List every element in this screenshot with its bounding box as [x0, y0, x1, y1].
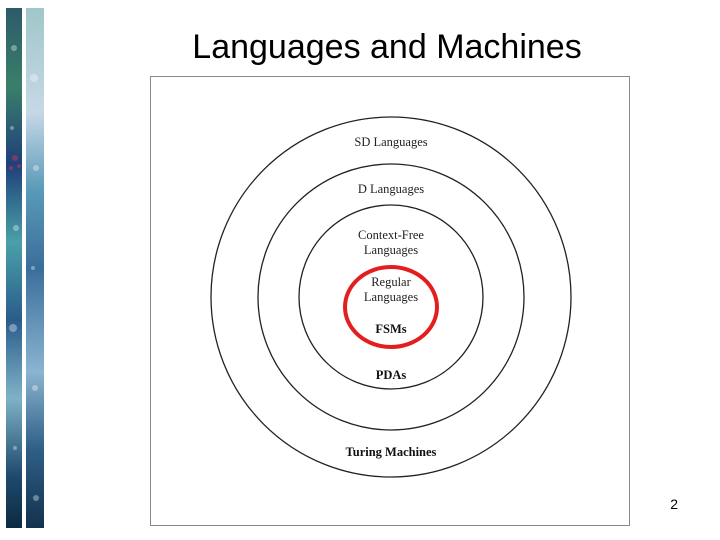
label-turing-machines: Turing Machines — [346, 445, 437, 459]
label-pdas: PDAs — [376, 368, 407, 382]
decorative-side-strip — [6, 8, 44, 528]
label-regular-line2: Languages — [364, 290, 418, 304]
ring-context-free-languages — [298, 204, 484, 390]
languages-machines-diagram: SD Languages D Languages Context-Free La… — [210, 116, 572, 478]
ring-regular-languages-highlight — [343, 265, 439, 349]
ring-d-languages — [257, 163, 525, 431]
label-sd-languages: SD Languages — [354, 135, 427, 149]
label-fsms: FSMs — [375, 322, 406, 336]
label-d-languages: D Languages — [358, 182, 424, 196]
label-context-free-line2: Languages — [364, 243, 418, 257]
label-context-free-line1: Context-Free — [358, 228, 424, 242]
slide-title: Languages and Machines — [192, 28, 582, 66]
label-regular-line1: Regular — [371, 275, 411, 289]
ring-sd-languages — [210, 116, 572, 478]
page-number: 2 — [670, 496, 678, 512]
diagram-frame: SD Languages D Languages Context-Free La… — [150, 76, 630, 526]
